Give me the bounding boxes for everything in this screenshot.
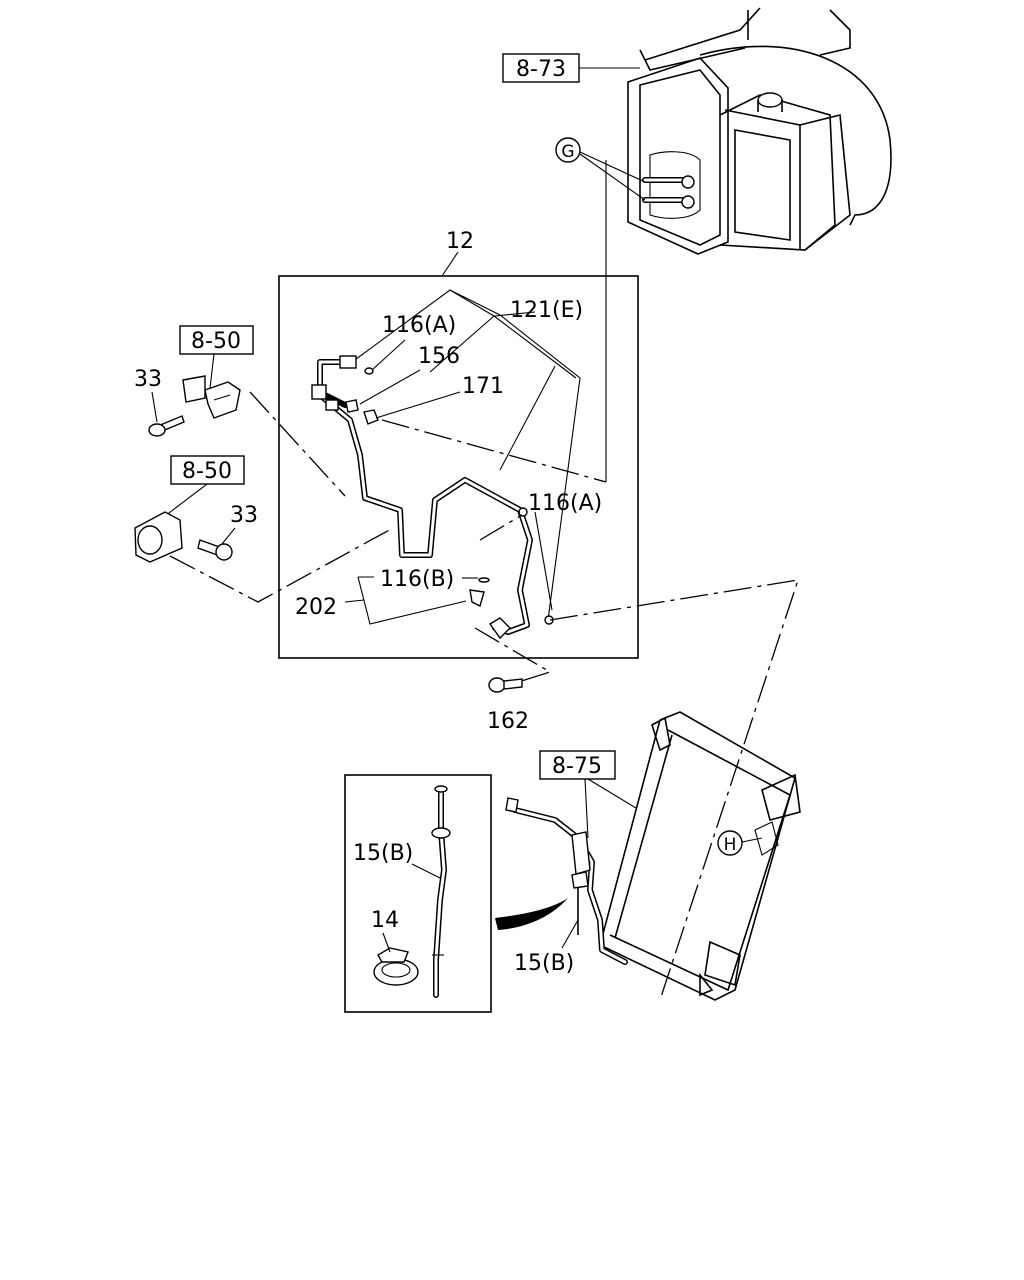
ref-8-75-label: 8-75 xyxy=(552,754,602,779)
rubber-bushing-clip xyxy=(134,511,183,563)
callout-circle-g xyxy=(555,137,581,163)
part-116b-label: 116(B) xyxy=(380,567,454,592)
part-171-label: 171 xyxy=(462,374,504,399)
ref-8-73-label: 8-73 xyxy=(516,57,566,82)
part-156-label: 156 xyxy=(418,344,460,369)
detail-inset-box xyxy=(344,774,492,1013)
ref-box-8-73 xyxy=(502,53,580,83)
fitting-156 xyxy=(345,399,359,413)
part-12-label: 12 xyxy=(446,229,474,254)
callout-circle-h xyxy=(717,830,743,856)
clip-bracket-top xyxy=(182,375,241,419)
ref-box-8-75 xyxy=(539,750,616,780)
part-121e-label: 121(E) xyxy=(510,298,583,323)
bolt-33-mid xyxy=(197,539,233,561)
fitting-171 xyxy=(363,409,379,425)
part-33-top-label: 33 xyxy=(134,367,162,392)
callout-g-label: G xyxy=(561,142,574,162)
ref-box-8-50-top xyxy=(179,325,254,355)
hose-clamp-14 xyxy=(373,947,419,986)
part-202-label: 202 xyxy=(295,595,337,620)
part-116a-right-label: 116(A) xyxy=(528,491,602,516)
o-ring-116a-top xyxy=(364,367,374,375)
ref-box-8-50-mid xyxy=(170,455,245,485)
condenser-unit xyxy=(599,711,801,1001)
ref-8-50-top-label: 8-50 xyxy=(191,329,241,354)
part-33-mid-label: 33 xyxy=(230,503,258,528)
bolt-33-top xyxy=(148,415,185,437)
assembly-box-12 xyxy=(278,275,639,659)
condenser-hose xyxy=(505,797,628,965)
part-15b-right-label: 15(B) xyxy=(514,951,574,976)
fitting-202 xyxy=(469,589,485,608)
part-116a-top-label: 116(A) xyxy=(382,313,456,338)
o-ring-116b xyxy=(478,577,490,583)
part-162-label: 162 xyxy=(487,709,529,734)
callout-h-label: H xyxy=(724,835,737,855)
hose-15b-detail xyxy=(431,785,451,998)
detail-pointer-arrow xyxy=(495,898,568,930)
ac-tube-assembly xyxy=(311,355,533,640)
part-15b-inset-label: 15(B) xyxy=(353,841,413,866)
evaporator-blower-unit xyxy=(627,7,892,255)
bolt-162 xyxy=(488,677,523,693)
ref-8-50-mid-label: 8-50 xyxy=(182,459,232,484)
part-14-label: 14 xyxy=(371,908,399,933)
